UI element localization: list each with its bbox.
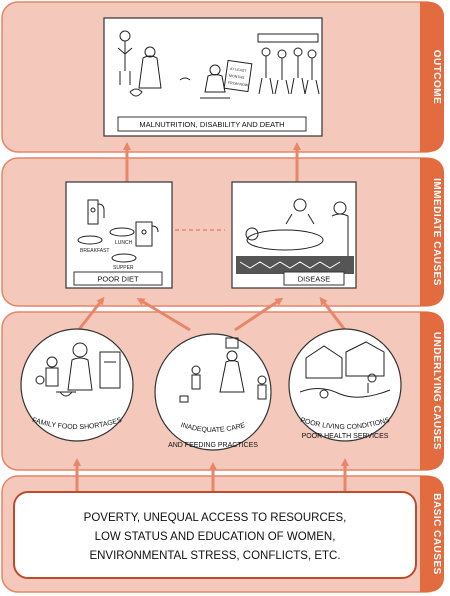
meal-label-lunch: LUNCH: [115, 240, 133, 246]
poor-diet-box: BREAKFAST LUNCH SUPPER POOR DIET: [65, 181, 173, 289]
outcome-sign: AT LEAST MONTHS FROM NOW: [223, 59, 253, 93]
disease-box: DISEASE: [231, 181, 357, 289]
poor-diet-illustration: [77, 199, 159, 263]
sign-line-3: FROM NOW: [228, 81, 249, 88]
right-circle-label-2: POOR HEALTH SERVICES: [302, 433, 389, 440]
disease-label: DISEASE: [298, 275, 331, 284]
meal-label-breakfast: BREAKFAST: [80, 248, 109, 254]
arrow-left-to-diet: [75, 296, 105, 333]
connector-arrows: [73, 142, 349, 492]
care-illustration: [179, 337, 267, 403]
sign-line-2: MONTHS: [229, 74, 246, 80]
basic-causes-box: POVERTY, UNEQUAL ACCESS TO RESOURCES, LO…: [13, 491, 417, 579]
outcome-illustration: [117, 30, 320, 99]
panel-label-outcome: OUTCOME: [431, 50, 442, 105]
arrow-middle-to-disease: [234, 297, 284, 332]
underlying-care-circle: INADEQUATE CARE AND FEEDING PRACTICES: [154, 333, 272, 451]
poor-diet-label: POOR DIET: [97, 275, 139, 284]
outcome-box: AT LEAST MONTHS FROM NOW MALNUTRITION, D…: [103, 17, 323, 137]
middle-circle-label-2: AND FEEDING PRACTICES: [168, 442, 258, 449]
disease-illustration: [236, 198, 354, 274]
outcome-label: MALNUTRITION, DISABILITY AND DEATH: [139, 120, 284, 129]
basic-line-1: POVERTY, UNEQUAL ACCESS TO RESOURCES,: [84, 512, 347, 524]
basic-line-3: ENVIRONMENTAL STRESS, CONFLICTS, ETC.: [89, 550, 340, 562]
arrow-right-to-disease: [319, 296, 347, 331]
sign-line-1: AT LEAST: [230, 67, 248, 73]
underlying-family-food-circle: FAMILY FOOD SHORTAGES: [20, 328, 134, 442]
panel-label-basic: BASIC CAUSES: [431, 493, 442, 575]
meal-label-supper: SUPPER: [113, 265, 134, 271]
underlying-living-conditions-circle: POOR LIVING CONDITIONS POOR HEALTH SERVI…: [288, 328, 402, 442]
arrow-middle-to-diet: [136, 297, 191, 332]
family-food-illustration: [35, 342, 121, 397]
panel-label-underlying: UNDERLYING CAUSES: [431, 332, 442, 450]
living-conditions-illustration: [299, 341, 391, 399]
panel-label-immediate: IMMEDIATE CAUSES: [431, 178, 442, 286]
basic-line-2: LOW STATUS AND EDUCATION OF WOMEN,: [95, 531, 336, 543]
